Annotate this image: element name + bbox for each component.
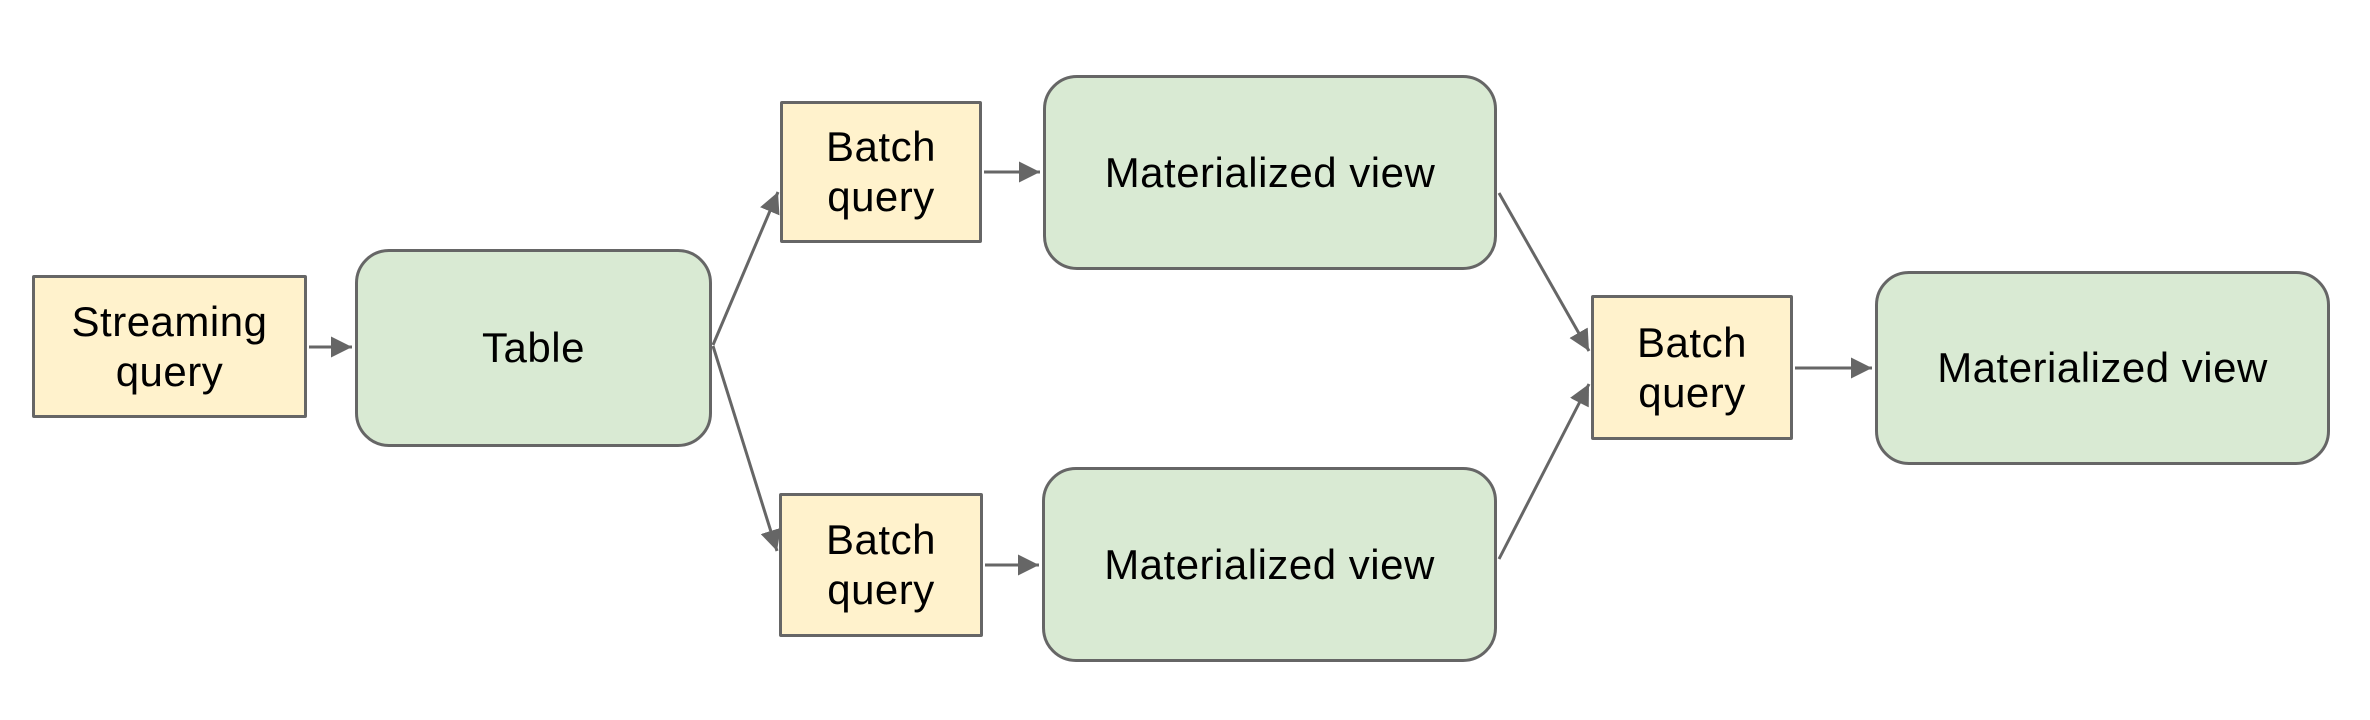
node-label-batch-query-bottom: Batch query bbox=[826, 516, 936, 613]
node-label-materialized-view-top: Materialized view bbox=[1104, 148, 1436, 196]
node-table: Table bbox=[355, 249, 712, 447]
node-materialized-view-bottom: Materialized view bbox=[1042, 467, 1497, 662]
node-batch-query-top: Batch query bbox=[780, 101, 982, 243]
node-streaming-query: Streaming query bbox=[32, 275, 307, 418]
node-label-materialized-view-right: Materialized view bbox=[1937, 344, 2268, 391]
node-batch-query-bottom: Batch query bbox=[779, 493, 983, 637]
node-materialized-view-right: Materialized view bbox=[1875, 271, 2330, 465]
node-label-materialized-view-bottom: Materialized view bbox=[1104, 540, 1435, 588]
edge-materialized-view-bottom-to-batch-query-right bbox=[1497, 383, 1591, 560]
node-label-table: Table bbox=[482, 324, 585, 371]
node-materialized-view-top: Materialized view bbox=[1043, 75, 1497, 270]
edge-table-to-batch-query-top bbox=[711, 191, 780, 346]
edge-table-to-batch-query-bottom bbox=[711, 345, 781, 552]
edge-materialized-view-top-to-batch-query-right bbox=[1497, 192, 1591, 352]
node-batch-query-right: Batch query bbox=[1591, 295, 1793, 440]
node-label-batch-query-right: Batch query bbox=[1637, 318, 1747, 416]
node-label-batch-query-top: Batch query bbox=[826, 123, 936, 220]
node-label-streaming-query: Streaming query bbox=[71, 297, 268, 395]
